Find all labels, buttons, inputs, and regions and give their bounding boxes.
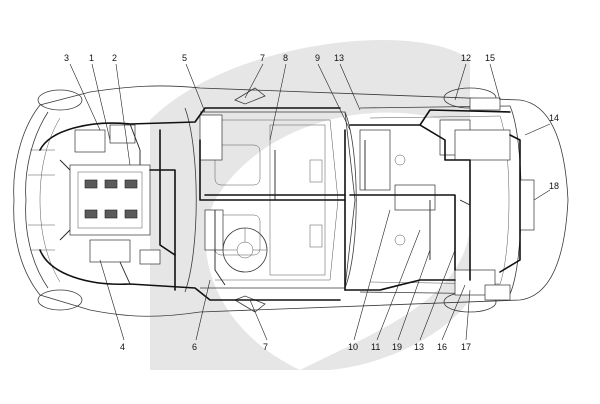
callout-16: 16 bbox=[437, 342, 447, 352]
callout-1: 1 bbox=[89, 53, 94, 63]
callout-7-top: 7 bbox=[260, 53, 265, 63]
callout-15: 15 bbox=[485, 53, 495, 63]
callout-17: 17 bbox=[461, 342, 471, 352]
callout-6: 6 bbox=[192, 342, 197, 352]
callout-14: 14 bbox=[549, 113, 559, 123]
callout-18: 18 bbox=[549, 181, 559, 191]
callout-7-bottom: 7 bbox=[263, 342, 268, 352]
callout-13-top: 13 bbox=[334, 53, 344, 63]
callout-leaders bbox=[69, 63, 551, 341]
callout-12: 12 bbox=[461, 53, 471, 63]
callout-9: 9 bbox=[315, 53, 320, 63]
callout-4: 4 bbox=[120, 342, 125, 352]
callout-10: 10 bbox=[348, 342, 358, 352]
callout-11: 11 bbox=[371, 342, 380, 352]
watermark-logo bbox=[150, 40, 470, 370]
callout-2: 2 bbox=[112, 53, 117, 63]
engine-bay-components bbox=[69, 114, 224, 265]
rear-components bbox=[309, 119, 511, 301]
callout-3: 3 bbox=[64, 53, 69, 63]
wiring-harness bbox=[39, 107, 521, 301]
callout-8: 8 bbox=[283, 53, 288, 63]
callout-5: 5 bbox=[182, 53, 187, 63]
callout-13-bottom: 13 bbox=[414, 342, 424, 352]
callout-labels: 3 1 2 5 7 8 9 13 12 15 14 18 4 6 7 10 11… bbox=[64, 53, 559, 352]
callout-19: 19 bbox=[392, 342, 402, 352]
